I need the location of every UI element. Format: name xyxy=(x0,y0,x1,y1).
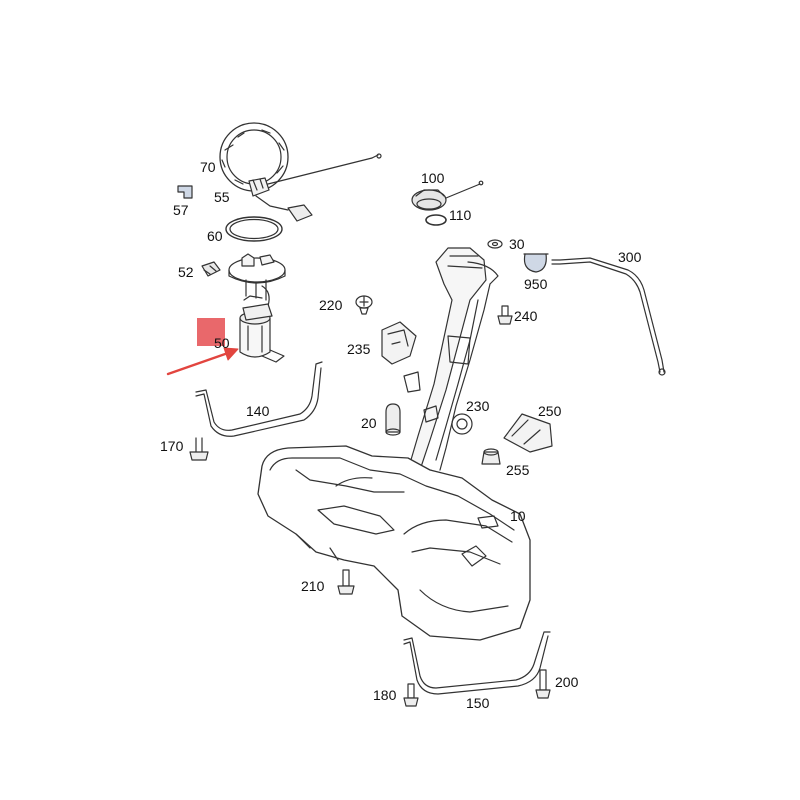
label-30: 30 xyxy=(509,236,525,252)
part-10-fuel-tank xyxy=(257,445,531,641)
part-52-connector xyxy=(201,261,221,277)
part-60-oring xyxy=(225,216,283,242)
part-100-cap xyxy=(411,180,484,211)
part-300-line xyxy=(551,257,666,376)
part-220-grommet xyxy=(355,295,373,315)
part-140-strap xyxy=(195,361,323,437)
label-235: 235 xyxy=(347,341,371,357)
label-240: 240 xyxy=(514,308,538,324)
label-200: 200 xyxy=(555,674,579,690)
label-300: 300 xyxy=(618,249,642,265)
label-170: 170 xyxy=(160,438,184,454)
part-200-bolt xyxy=(535,669,551,699)
part-57-clip xyxy=(177,185,193,199)
part-55-sender xyxy=(248,153,382,222)
part-235-shield xyxy=(381,321,417,365)
label-57: 57 xyxy=(173,202,189,218)
label-150: 150 xyxy=(466,695,490,711)
label-220: 220 xyxy=(319,297,343,313)
label-50: 50 xyxy=(214,335,230,351)
label-52: 52 xyxy=(178,264,194,280)
part-20-bumper xyxy=(385,403,401,436)
label-950: 950 xyxy=(524,276,548,292)
part-240-bolt xyxy=(497,305,513,325)
part-30-washer xyxy=(487,239,503,249)
highlight-marker xyxy=(197,318,225,346)
label-210: 210 xyxy=(301,578,325,594)
red-arrow-icon xyxy=(166,347,239,376)
part-950-clamp xyxy=(523,253,549,273)
label-180: 180 xyxy=(373,687,397,703)
label-55: 55 xyxy=(214,189,230,205)
label-10: 10 xyxy=(510,508,526,524)
pump-flange xyxy=(228,253,286,307)
label-70: 70 xyxy=(200,159,216,175)
part-255-grommet xyxy=(481,448,501,465)
label-60: 60 xyxy=(207,228,223,244)
part-230-grommet xyxy=(451,413,473,435)
part-180-bolt xyxy=(403,683,419,707)
part-110-seal xyxy=(425,214,447,226)
label-230: 230 xyxy=(466,398,490,414)
label-140: 140 xyxy=(246,403,270,419)
part-50-pump-module xyxy=(239,295,285,363)
part-170-bolt xyxy=(189,437,209,461)
part-150-strap xyxy=(403,631,551,695)
part-250-bracket xyxy=(503,413,553,453)
label-110: 110 xyxy=(449,207,472,223)
label-250: 250 xyxy=(538,403,562,419)
part-210-bolt xyxy=(337,569,355,595)
label-100: 100 xyxy=(421,170,445,186)
label-255: 255 xyxy=(506,462,530,478)
label-20: 20 xyxy=(361,415,377,431)
